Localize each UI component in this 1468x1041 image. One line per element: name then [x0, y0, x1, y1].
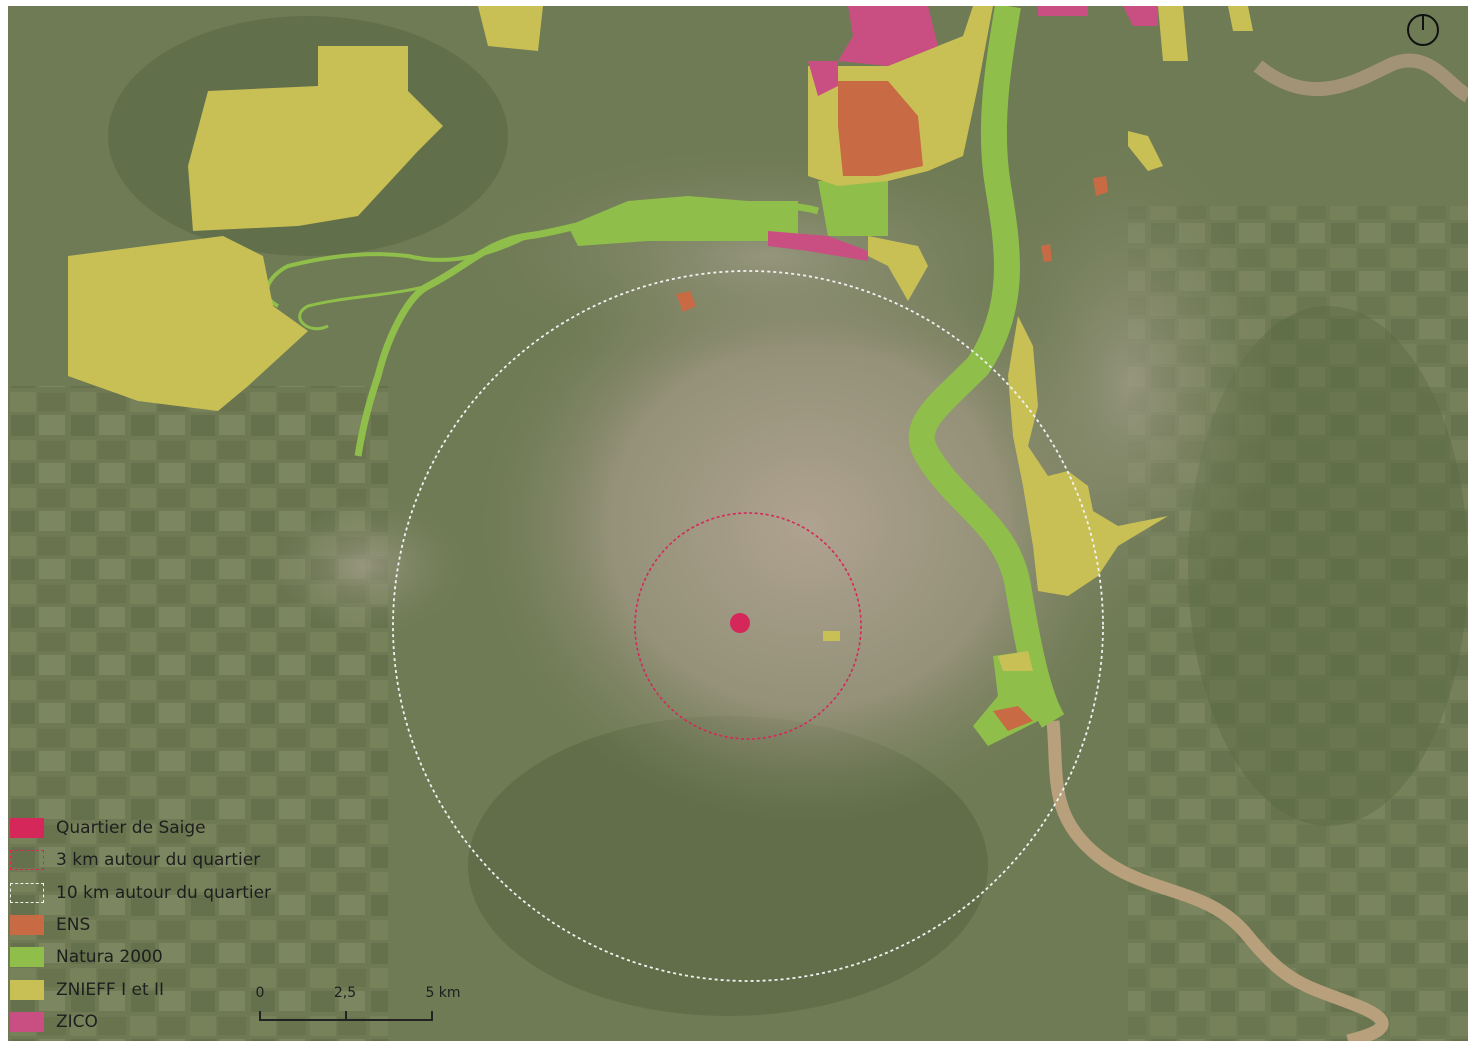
legend: Quartier de Saige 3 km autour du quartie…: [10, 812, 271, 1038]
legend-label: ZICO: [56, 1011, 98, 1032]
natura2000-stream-branch: [265, 234, 529, 308]
ring-3km: [634, 512, 862, 740]
scale-tick: [345, 1011, 347, 1021]
legend-swatch-natura2000: [10, 947, 44, 968]
znieff-northwest-1: [188, 46, 443, 231]
urban-area-north: [468, 146, 1068, 366]
znieff-northeast: [1158, 6, 1188, 61]
legend-label: ENS: [56, 915, 91, 936]
satellite-map[interactable]: [8, 6, 1468, 1041]
scale-label-end: 5 km: [425, 985, 461, 1001]
zico-port-south: [768, 231, 868, 261]
north-arrow-icon: [1407, 14, 1439, 46]
natura2000-stream-branch2: [298, 284, 429, 331]
scale-bar: 0 2,5 5 km: [245, 985, 461, 1030]
legend-label: 3 km autour du quartier: [56, 850, 261, 871]
quartier-de-saige[interactable]: [730, 613, 750, 633]
scale-label-0: 0: [255, 985, 265, 1001]
znieff-northwest-2: [68, 236, 308, 411]
znieff-port-south: [868, 236, 928, 301]
znieff-east-strip: [1128, 131, 1163, 171]
ens-small-3: [1041, 244, 1052, 262]
farmland-west: [8, 386, 388, 1041]
znieff-south: [998, 651, 1033, 671]
zico-port-north: [838, 6, 938, 66]
legend-label: 10 km autour du quartier: [56, 882, 272, 903]
ens-small-1: [676, 291, 696, 312]
map-canvas: [8, 6, 1468, 1041]
legend-swatch-3km: [10, 850, 44, 871]
legend-item-10km: 10 km autour du quartier: [10, 877, 271, 909]
legend-item-ens: ENS: [10, 909, 271, 941]
legend-swatch-quartier: [10, 818, 44, 839]
natura2000-river: [908, 6, 1065, 728]
ens-south: [993, 706, 1033, 731]
ens-small-2: [1093, 176, 1108, 196]
legend-label: ZNIEFF I et II: [56, 979, 165, 1000]
legend-item-zico: ZICO: [10, 1006, 271, 1038]
urban-area-west: [268, 496, 468, 636]
natura2000-canal: [568, 196, 798, 246]
legend-swatch-ens: [10, 915, 44, 936]
znieff-top-strip: [1228, 6, 1253, 31]
scale-tick: [259, 1011, 261, 1021]
scale-label-mid: 2,5: [333, 985, 357, 1001]
legend-item-natura2000: Natura 2000: [10, 941, 271, 973]
legend-swatch-znieff: [10, 979, 44, 1000]
scale-tick: [431, 1011, 433, 1021]
ring-10km: [392, 270, 1104, 982]
znieff-north: [478, 6, 543, 51]
legend-item-3km: 3 km autour du quartier: [10, 844, 271, 876]
zico-northeast-1: [1038, 6, 1088, 16]
legend-item-quartier: Quartier de Saige: [10, 812, 271, 844]
znieff-east-marsh: [1008, 316, 1168, 596]
legend-item-znieff: ZNIEFF I et II: [10, 973, 271, 1005]
river-upper: [1253, 53, 1468, 103]
natura2000-north-block: [818, 181, 888, 236]
zico-port-west: [808, 61, 838, 96]
legend-swatch-zico: [10, 1011, 44, 1032]
legend-swatch-10km: [10, 882, 44, 903]
znieff-small: [823, 631, 840, 641]
legend-label: Natura 2000: [56, 947, 163, 968]
river-lower: [1046, 720, 1389, 1041]
legend-label: Quartier de Saige: [56, 818, 206, 839]
natura2000-south-block: [973, 651, 1053, 746]
ens-port: [838, 81, 923, 176]
zico-northeast-2: [1123, 6, 1158, 26]
